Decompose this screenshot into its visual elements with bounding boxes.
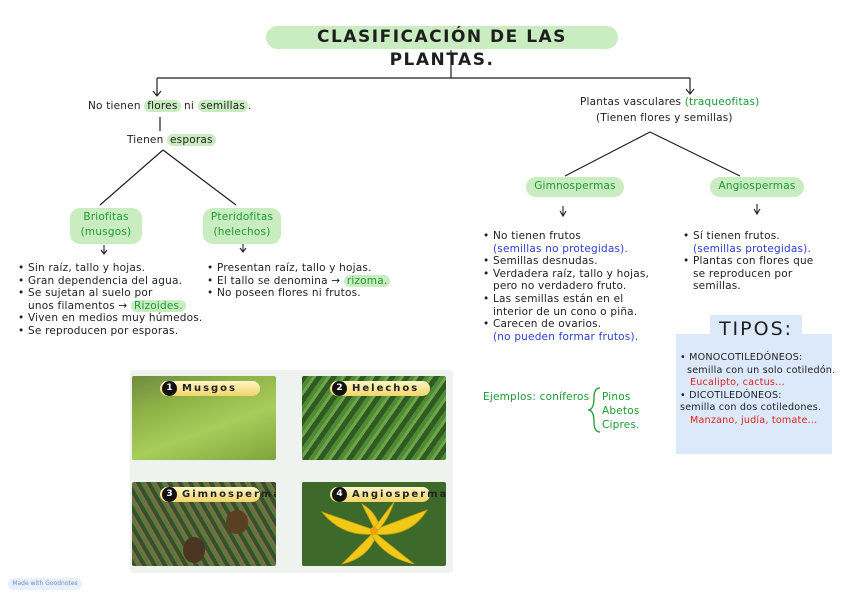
ejemplos-label: Ejemplos: coníferos <box>483 391 590 403</box>
plantas-vasculares-heading: Plantas vasculares (traqueofitas) <box>580 96 759 108</box>
heading-mid: ni <box>184 100 195 112</box>
list-item: se reproducen por <box>693 267 793 280</box>
pteridofitas-list: Presentan raíz, tallo y hojas. El tallo … <box>207 262 391 300</box>
pteridofitas-subtitle: (helechos) <box>213 226 271 238</box>
briofitas-node: Briofitas (musgos) <box>70 208 142 244</box>
list-item: Sin raíz, tallo y hojas. <box>18 262 202 275</box>
sub-prefix: Tienen <box>127 134 164 146</box>
list-item: Sí tienen frutos. <box>683 230 813 243</box>
goodnotes-badge: Made with Goodnotes <box>8 578 82 590</box>
list-item: semillas. <box>693 280 741 293</box>
rizoides-highlight: Rizoides. <box>130 299 186 312</box>
no-flores-heading: No tienen flores ni semillas. <box>88 100 252 112</box>
tipos-content: • MONOCOTILEDÓNEOS: semilla con un solo … <box>680 352 835 427</box>
vasculares-label: Plantas vasculares <box>580 96 682 108</box>
dico-title: • DICOTILEDÓNEOS: <box>680 389 782 401</box>
mono-title: • MONOCOTILEDÓNEOS: <box>680 352 803 363</box>
briofitas-title: Briofitas <box>83 211 129 223</box>
dico-title-text: DICOTILEDÓNEOS: <box>689 389 782 401</box>
gimnospermas-list: No tienen frutos (semillas no protegidas… <box>483 230 649 343</box>
photo-label: Gimnospermas <box>160 487 276 502</box>
esporas-highlight: esporas <box>167 134 216 146</box>
angiospermas-photo: 4 Angiospermas <box>302 482 446 566</box>
mono-examples: Eucalipto, cactus... <box>690 377 785 388</box>
list-item: Viven en medios muy húmedos. <box>18 312 202 325</box>
tipos-box <box>676 334 832 454</box>
ejemplo-item: Abetos <box>602 405 640 417</box>
list-item: No poseen flores ni frutos. <box>207 287 390 300</box>
photo-label: Angiospermas <box>330 487 446 502</box>
helechos-photo: 2 Helechos <box>302 376 446 460</box>
musgos-photo: 1 Musgos <box>132 376 276 460</box>
tienen-flores-semillas: (Tienen flores y semillas) <box>596 112 733 124</box>
list-item: (semillas protegidas). <box>693 242 811 255</box>
list-item: Las semillas están en el <box>483 293 649 306</box>
angiospermas-list: Sí tienen frutos. (semillas protegidas).… <box>683 230 813 293</box>
flores-highlight: flores <box>144 100 181 112</box>
pteridofitas-node: Pteridofitas (helechos) <box>203 208 281 244</box>
tipos-title: TIPOS: <box>710 315 802 341</box>
photo-number: 1 <box>162 381 177 396</box>
photo-label: Musgos <box>160 381 260 396</box>
list-item: (no pueden formar frutos). <box>493 330 639 343</box>
dico-examples: Manzano, judía, tomate... <box>690 414 818 426</box>
mono-desc: semilla con un solo cotiledón. <box>687 364 836 376</box>
photo-panel: 1 Musgos 2 Helechos 3 Gimnospermas 4 Ang… <box>130 370 453 573</box>
list-item: Se reproducen por esporas. <box>18 325 202 338</box>
filamentos-text: unos filamentos → <box>28 299 128 312</box>
tallo-text: El tallo se denomina → <box>217 274 341 287</box>
ejemplo-item: Pinos <box>602 391 631 403</box>
photo-number: 3 <box>162 487 177 502</box>
list-item: Semillas desnudas. <box>483 255 649 268</box>
list-item: (semillas no protegidas). <box>493 242 629 255</box>
rizoma-highlight: rizoma. <box>343 274 391 287</box>
photo-number: 4 <box>332 487 347 502</box>
photo-label: Helechos <box>330 381 430 396</box>
list-item: interior de un cono o piña. <box>493 305 638 318</box>
gimnospermas-node: Gimnospermas <box>526 177 624 197</box>
ejemplo-item: Cipres. <box>602 419 640 431</box>
page-title: CLASIFICACIÓN DE LAS PLANTAS. <box>266 26 618 70</box>
list-item: Plantas con flores que <box>683 255 813 268</box>
list-item: Verdadera raíz, tallo y hojas, <box>483 268 649 281</box>
mono-title-text: MONOCOTILEDÓNEOS: <box>689 352 803 363</box>
list-item: Carecen de ovarios. <box>483 318 649 331</box>
dico-desc: semilla con dos cotiledones. <box>680 402 822 413</box>
angiospermas-node: Angiospermas <box>710 177 804 197</box>
list-item: Presentan raíz, tallo y hojas. <box>207 262 390 275</box>
list-item: Gran dependencia del agua. <box>18 275 202 288</box>
gimnospermas-photo: 3 Gimnospermas <box>132 482 276 566</box>
heading-suffix: . <box>248 100 252 112</box>
traqueofitas-label: (traqueofitas) <box>684 96 760 108</box>
list-item: unos filamentos → Rizoides. <box>18 299 202 313</box>
ejemplos-list: Pinos Abetos Cipres. <box>602 390 640 432</box>
lily-flower-icon <box>320 501 428 565</box>
briofitas-subtitle: (musgos) <box>80 226 132 238</box>
pine-cone-icon <box>183 510 248 563</box>
list-item: pero no verdadero fruto. <box>493 280 627 293</box>
list-item: Se sujetan al suelo por <box>18 287 202 300</box>
pteridofitas-title: Pteridofitas <box>210 211 274 223</box>
photo-number: 2 <box>332 381 347 396</box>
list-item: No tienen frutos <box>483 230 649 243</box>
briofitas-list: Sin raíz, tallo y hojas. Gran dependenci… <box>18 262 202 338</box>
tienen-esporas: Tienen esporas <box>127 134 216 146</box>
heading-prefix: No tienen <box>88 100 141 112</box>
list-item: El tallo se denomina → rizoma. <box>207 274 391 288</box>
semillas-highlight: semillas <box>197 100 248 112</box>
